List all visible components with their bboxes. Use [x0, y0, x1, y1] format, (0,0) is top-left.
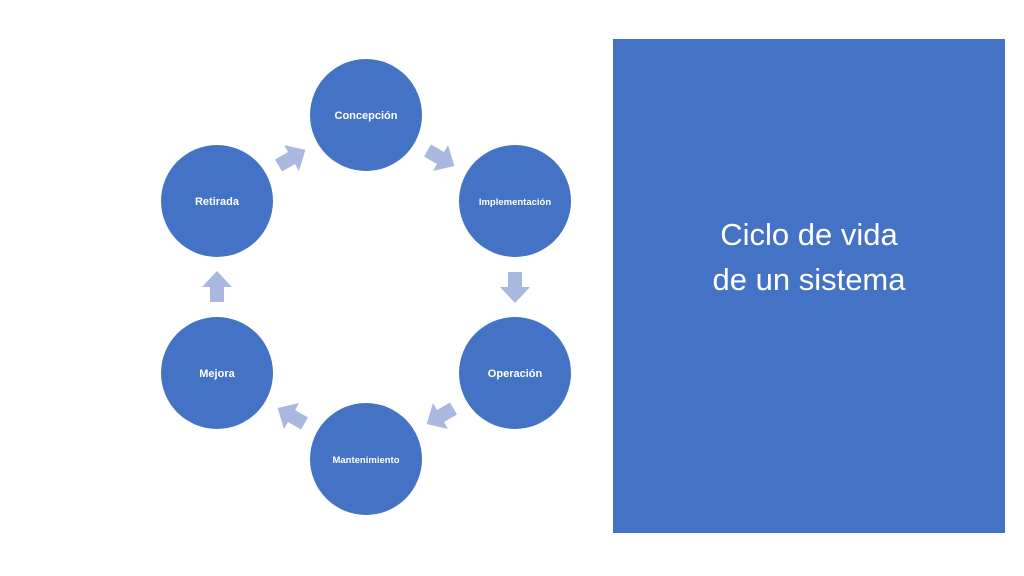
node-label: Operación — [488, 368, 543, 380]
cycle-node: Operación — [459, 317, 571, 429]
node-circle — [310, 59, 422, 171]
cycle-diagram: ConcepciónImplementaciónOperaciónManteni… — [161, 59, 571, 515]
title-line-2: de un sistema — [712, 262, 906, 297]
cycle-node: Mantenimiento — [310, 403, 422, 515]
cycle-node: Mejora — [161, 317, 273, 429]
cycle-node: Implementación — [459, 145, 571, 257]
node-label: Mantenimiento — [332, 455, 399, 466]
node-circle — [310, 403, 422, 515]
node-label: Retirada — [195, 196, 240, 208]
cycle-arrow — [275, 145, 306, 172]
node-circle — [161, 145, 273, 257]
title-line-1: Ciclo de vida — [720, 217, 898, 252]
nodes-layer: ConcepciónImplementaciónOperaciónManteni… — [161, 59, 571, 515]
arrows-layer — [202, 144, 530, 430]
cycle-node: Concepción — [310, 59, 422, 171]
cycle-node: Retirada — [161, 145, 273, 257]
node-label: Concepción — [335, 110, 398, 122]
cycle-arrow — [424, 144, 455, 171]
node-circle — [459, 317, 571, 429]
node-circle — [161, 317, 273, 429]
title-panel: Ciclo de vida de un sistema — [613, 39, 1005, 533]
cycle-arrow — [202, 271, 232, 302]
title-text: Ciclo de vida de un sistema — [713, 212, 906, 302]
cycle-arrow — [500, 272, 530, 303]
node-label: Mejora — [199, 368, 235, 380]
node-circle — [459, 145, 571, 257]
node-label: Implementación — [479, 197, 552, 208]
cycle-arrow — [277, 403, 308, 430]
cycle-arrow — [426, 402, 457, 429]
